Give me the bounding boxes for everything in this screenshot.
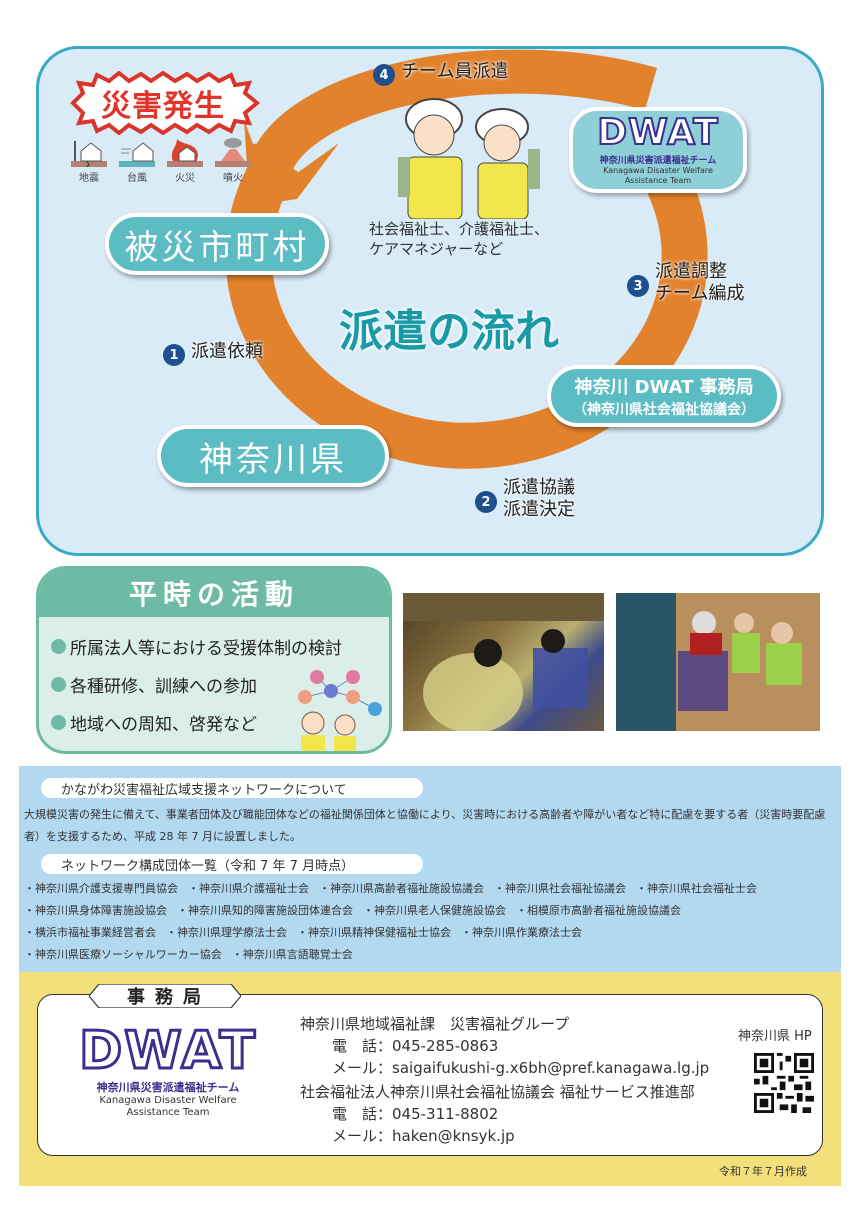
contact-info: 神奈川県地域福祉課 災害福祉グループ 電 話：045-285-0863 メール：… [300, 1013, 709, 1147]
volcano-icon [215, 138, 251, 167]
step-number-badge: 3 [627, 275, 649, 297]
fire-icon [167, 139, 203, 167]
contact-mail-1: メール：saigaifukushi-g.x6bh@pref.kanagawa.l… [332, 1059, 710, 1077]
disaster-type-earthquake: 地震 [69, 137, 109, 184]
disaster-type-eruption: 噴火 [213, 137, 253, 184]
training-photo-2 [616, 593, 820, 731]
member-organizations: ・神奈川県介護支援専門員協会・神奈川県介護福祉士会・神奈川県高齢者福祉施設協議会… [24, 878, 839, 966]
member-row: ・神奈川県医療ソーシャルワーカー協会・神奈川県言語聴覚士会 [24, 948, 353, 961]
network-people-illustration [298, 670, 382, 751]
step-label: チーム員派遣 [401, 61, 509, 82]
bullet-icon [51, 676, 66, 692]
qr-label: 神奈川県 HP [738, 1029, 812, 1044]
contact-org-2: 社会福祉法人神奈川県社会福祉協議会 福祉サービス推進部 [300, 1083, 695, 1101]
peacetime-title: 平時の活動 [39, 569, 389, 617]
disaster-burst-icon [70, 71, 261, 135]
step-number-badge: 4 [373, 64, 395, 86]
disaster-occurrence-label: 災害発生 [101, 89, 225, 124]
node-kanagawa-prefecture: 神奈川県 [157, 425, 389, 487]
earthquake-icon [71, 141, 107, 167]
creation-date: 令和７年７月作成 [719, 1165, 807, 1178]
photo-image [403, 593, 604, 731]
disaster-type-fire: 火災 [165, 137, 205, 184]
member-row: ・横浜市福祉事業経営者会・神奈川県理学療法士会・神奈川県精神保健福祉士協会・神奈… [24, 926, 582, 939]
photo-image [616, 593, 820, 731]
contact-tel-1: 電 話：045-285-0863 [332, 1037, 499, 1055]
step-label: 派遣調整 チーム編成 [655, 261, 745, 304]
qr-code-icon[interactable] [754, 1053, 814, 1113]
secretariat-card: DWAT 神奈川県災害派遣福祉チーム Kanagawa Disaster Wel… [37, 994, 823, 1156]
disaster-type-typhoon: 台風 [117, 137, 157, 184]
disaster-types: 地震 台風 火災 噴火 [69, 137, 253, 184]
list-item: 各種研修、訓練への参加 [51, 665, 389, 703]
staff-qualifications-note: 社会福祉士、介護福祉士、 ケアマネジャーなど [369, 220, 550, 258]
dispatch-flow-panel: 災害発生 地震 台風 火災 [36, 46, 824, 556]
secretariat-title: 事務局 [127, 987, 211, 1008]
network-members-heading: ネットワーク構成団体一覧（令和 7 年 7 月時点） [41, 854, 423, 874]
flow-title: 派遣の流れ [339, 306, 559, 357]
step-number-badge: 2 [475, 491, 497, 513]
phone-number[interactable]: 045-285-0863 [392, 1037, 499, 1055]
dispatch-staff-illustration [398, 98, 540, 219]
contact-org-1: 神奈川県地域福祉課 災害福祉グループ [300, 1015, 570, 1033]
step-3-coordination: 3 派遣調整 チーム編成 [627, 261, 744, 305]
dwat-logo-badge: DWAT 神奈川県災害派遣福祉チーム Kanagawa Disaster Wel… [569, 107, 747, 193]
flow-cycle-arrow [225, 49, 708, 469]
member-row: ・神奈川県身体障害施設協会・神奈川県知的障害施設団体連合会・神奈川県老人保健施設… [24, 904, 681, 917]
contact-mail-2: メール：haken@knsyk.jp [332, 1127, 515, 1145]
bullet-icon [51, 714, 66, 730]
step-label: 派遣協議 派遣決定 [503, 477, 575, 520]
step-label: 派遣依頼 [191, 341, 263, 362]
step-4-team-dispatch: 4 チーム員派遣 [373, 61, 508, 86]
bullet-icon [51, 638, 66, 654]
list-item: 地域への周知、啓発など [51, 703, 389, 741]
step-number-badge: 1 [163, 344, 185, 366]
peacetime-list: 所属法人等における受援体制の検討 各種研修、訓練への参加 地域への周知、啓発など [39, 617, 389, 741]
step-2-decision: 2 派遣協議 派遣決定 [475, 477, 575, 521]
network-description: 大規模災害の発生に備えて、事業者団体及び職能団体などの福祉関係団体と協働により、… [24, 808, 826, 843]
network-about-heading: かながわ災害福祉広域支援ネットワークについて [41, 778, 423, 798]
contact-tel-2: 電 話：045-311-8802 [332, 1105, 499, 1123]
dwat-logo: DWAT 神奈川県災害派遣福祉チーム Kanagawa Disaster Wel… [78, 1021, 257, 1119]
peacetime-activities: 平時の活動 所属法人等における受援体制の検討 各種研修、訓練への参加 地域への周… [36, 566, 392, 754]
phone-number[interactable]: 045-311-8802 [392, 1105, 499, 1123]
secretariat-tab-frame [89, 984, 241, 1008]
dwat-logo-word: DWAT [596, 111, 719, 153]
email-link[interactable]: saigaifukushi-g.x6bh@pref.kanagawa.lg.jp [392, 1059, 710, 1077]
email-link[interactable]: haken@knsyk.jp [392, 1127, 515, 1145]
list-item: 所属法人等における受援体制の検討 [51, 627, 389, 665]
support-network-section: かながわ災害福祉広域支援ネットワークについて 大規模災害の発生に備えて、事業者団… [19, 766, 841, 972]
secretariat-section: DWAT 神奈川県災害派遣福祉チーム Kanagawa Disaster Wel… [19, 972, 841, 1186]
typhoon-icon [119, 142, 155, 167]
training-photo-1 [403, 593, 604, 731]
node-dwat-office: 神奈川 DWAT 事務局 （神奈川県社会福祉協議会） [547, 365, 781, 427]
node-affected-municipality: 被災市町村 [105, 213, 329, 275]
member-row: ・神奈川県介護支援専門員協会・神奈川県介護福祉士会・神奈川県高齢者福祉施設協議会… [24, 882, 757, 895]
step-1-request: 1 派遣依頼 [163, 341, 263, 366]
